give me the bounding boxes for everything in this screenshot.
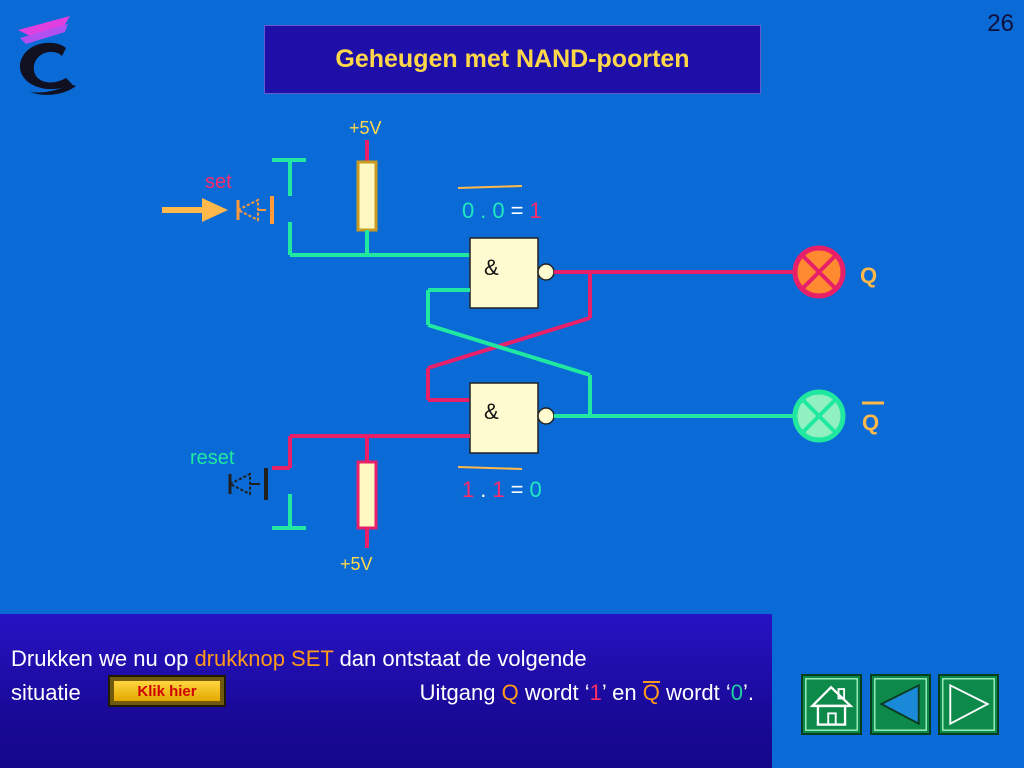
info-q: Q bbox=[501, 680, 519, 705]
gate-bottom-symbol: & bbox=[484, 399, 499, 424]
logo bbox=[18, 16, 76, 95]
lamp-qbar-icon bbox=[792, 389, 846, 443]
title-box: Geheugen met NAND-poorten bbox=[264, 25, 761, 94]
triangle-right-icon bbox=[942, 678, 995, 731]
triangle-left-icon bbox=[874, 678, 927, 731]
home-button[interactable] bbox=[801, 674, 862, 735]
info-text: Uitgang bbox=[419, 680, 502, 705]
klik-hier-button[interactable]: Klik hier bbox=[108, 675, 226, 707]
reset-label: reset bbox=[190, 447, 235, 469]
q-feedback-diag bbox=[427, 316, 591, 370]
nand-gate-top bbox=[469, 237, 539, 309]
supply-bottom-label: +5V bbox=[340, 554, 373, 574]
info-text: dan ontstaat de volgende bbox=[333, 646, 587, 671]
info-qbar: Q bbox=[642, 680, 660, 705]
reset-pushbutton-icon bbox=[228, 468, 268, 500]
klik-hier-label: Klik hier bbox=[113, 680, 221, 702]
resistor-top bbox=[356, 160, 378, 232]
info-text: ’. bbox=[743, 680, 754, 705]
page-title: Geheugen met NAND-poorten bbox=[335, 45, 690, 73]
info-text: wordt ‘ bbox=[659, 680, 731, 705]
info-line-2-start: situatie bbox=[11, 680, 81, 705]
next-button[interactable] bbox=[938, 674, 999, 735]
info-text: ’ en bbox=[601, 680, 643, 705]
info-value-one: 1 bbox=[589, 680, 602, 705]
nand-flipflop-circuit: +5V set 0.0=1 & & bbox=[162, 118, 884, 574]
lamp-q-icon bbox=[792, 245, 846, 299]
set-label: set bbox=[205, 171, 232, 193]
output-q-label: Q bbox=[860, 263, 877, 288]
info-text: Drukken we nu op bbox=[11, 646, 195, 671]
resistor-bottom bbox=[356, 460, 378, 530]
gate-top-symbol: & bbox=[484, 255, 499, 280]
top-eq-overline bbox=[457, 185, 523, 189]
previous-button[interactable] bbox=[870, 674, 931, 735]
qbar-feedback-diag bbox=[427, 323, 591, 377]
bottom-eq: 1.1=0 bbox=[462, 477, 542, 502]
info-line-1: Drukken we nu op drukknop SET dan ontsta… bbox=[11, 646, 587, 672]
nand-gate-bottom bbox=[469, 382, 539, 454]
set-pushbutton-icon bbox=[236, 196, 274, 224]
top-eq: 0.0=1 bbox=[462, 198, 542, 223]
gate-top-inverter bbox=[537, 263, 555, 281]
info-highlight-set: drukknop SET bbox=[194, 646, 334, 671]
info-value-zero: 0 bbox=[730, 680, 743, 705]
slide-number: 26 bbox=[987, 10, 1014, 37]
output-qbar-label: Q bbox=[862, 410, 879, 435]
gate-bottom-inverter bbox=[537, 407, 555, 425]
set-arrow-head bbox=[202, 198, 228, 222]
info-line-2-end: Uitgang Q wordt ‘1’ en Q wordt ‘0’. bbox=[420, 680, 754, 706]
bottom-eq-overline bbox=[457, 466, 523, 470]
info-panel: Drukken we nu op drukknop SET dan ontsta… bbox=[0, 614, 772, 768]
supply-top-label: +5V bbox=[349, 118, 382, 138]
home-icon bbox=[805, 678, 858, 731]
info-text: wordt ‘ bbox=[518, 680, 590, 705]
